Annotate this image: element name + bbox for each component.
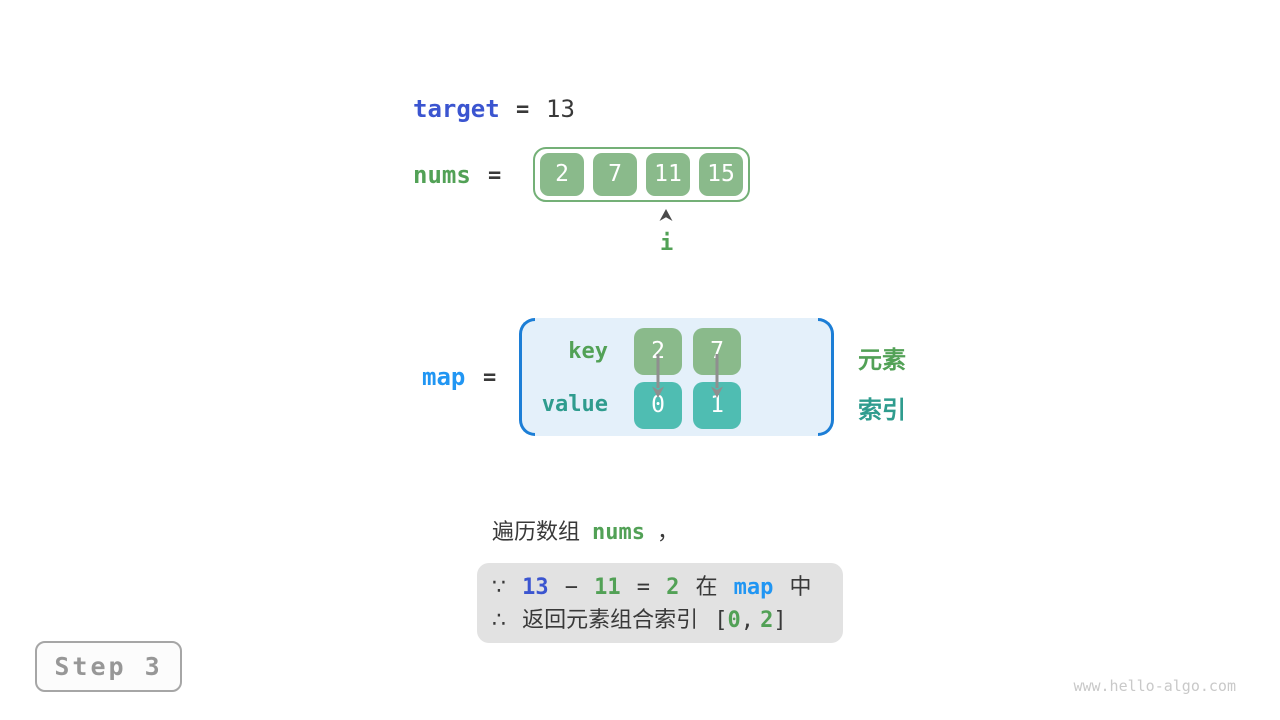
comma: , [740, 608, 755, 633]
nums-array-cell: 15 [699, 153, 743, 196]
nums-array-cell: 7 [593, 153, 637, 196]
bracket-open: [ [714, 608, 728, 633]
therefore-symbol: ∴ [492, 607, 506, 632]
map-variable-label: map [422, 363, 466, 391]
watermark-text: www.hello-algo.com [1073, 677, 1236, 695]
map-key-row-label: key [568, 339, 608, 364]
index-pointer-icon [659, 209, 673, 221]
result-index-1: 0 [727, 608, 741, 633]
bracket-close: ] [773, 608, 787, 633]
nums-array-container: 2 7 11 15 [533, 147, 750, 202]
minus-sign: − [564, 575, 578, 600]
conclusion-line-1: ∵ 13 − 11 = 2 在 map 中 [492, 571, 828, 604]
index-pointer-label: i [660, 231, 674, 256]
map-reference: map [733, 575, 774, 600]
values-row-annotation: 索引 [858, 397, 906, 424]
target-variable-label: target [413, 95, 500, 123]
map-key-cell: 2 [634, 328, 682, 375]
in-suffix-text: 中 [789, 574, 812, 599]
map-left-bracket [519, 318, 535, 436]
map-value-cell: 1 [693, 382, 741, 429]
key-to-value-arrow-icon [652, 354, 664, 398]
map-value-row-label: value [541, 392, 608, 417]
map-equals-sign: = [483, 365, 497, 390]
target-value: 13 [546, 95, 575, 123]
target-equals-sign: = [516, 97, 530, 122]
conclusion-box: ∵ 13 − 11 = 2 在 map 中 ∴ 返回元素组合索引 [0, 2] [477, 563, 843, 643]
caption-line: 遍历数组 nums ， [492, 514, 679, 546]
conclusion-line-2: ∴ 返回元素组合索引 [0, 2] [492, 604, 828, 637]
step-badge-label: Step 3 [54, 652, 163, 681]
difference-value: 2 [666, 575, 680, 600]
key-to-value-arrow-icon [711, 354, 723, 398]
nums-variable-label: nums [413, 161, 471, 189]
map-value-cell: 0 [634, 382, 682, 429]
caption-code: nums [592, 520, 645, 545]
subtrahend-value: 11 [594, 575, 621, 600]
minuend-value: 13 [522, 575, 549, 600]
caption-prefix: 遍历数组 [492, 519, 581, 544]
conclusion-text: 返回元素组合索引 [522, 607, 699, 632]
equals-sign: = [636, 575, 650, 600]
because-symbol: ∵ [492, 574, 506, 599]
nums-equals-sign: = [488, 163, 502, 188]
nums-array-cell: 2 [540, 153, 584, 196]
result-index-2: 2 [760, 608, 774, 633]
keys-row-annotation: 元素 [858, 347, 906, 374]
caption-suffix: ， [657, 519, 680, 544]
map-right-bracket [818, 318, 834, 436]
nums-array-cell: 11 [646, 153, 690, 196]
step-badge: Step 3 [35, 641, 182, 692]
in-prefix-text: 在 [695, 574, 718, 599]
